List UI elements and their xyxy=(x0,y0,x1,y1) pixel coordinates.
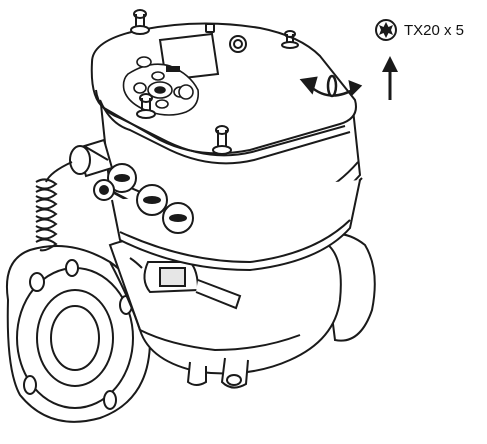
lift-up-arrow-icon xyxy=(382,56,398,100)
screw-top-right xyxy=(281,30,299,49)
torx-star-icon xyxy=(375,19,397,41)
screw-top-left xyxy=(130,9,150,35)
tool-label: TX20 x 5 xyxy=(404,22,464,39)
rotate-arrow-icon xyxy=(299,74,363,98)
screw-front-right xyxy=(212,125,232,155)
coiled-cable xyxy=(35,161,73,252)
cable-glands xyxy=(107,163,194,234)
screw-front-left xyxy=(136,93,156,119)
sensor-gland xyxy=(69,138,115,201)
brand-badge xyxy=(166,66,180,72)
plug-connector xyxy=(129,257,242,310)
top-cover xyxy=(90,22,357,165)
left-flange xyxy=(6,245,152,423)
